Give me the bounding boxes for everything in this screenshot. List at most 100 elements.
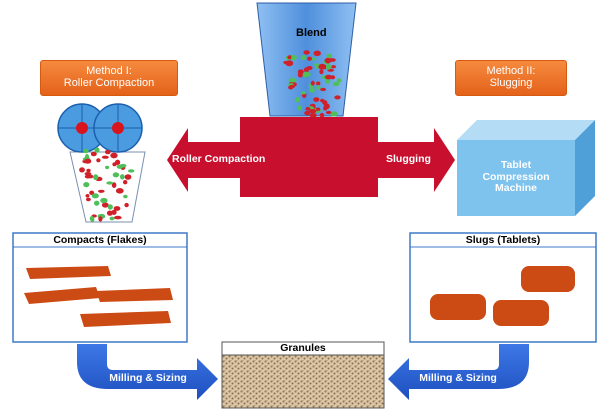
particle [96,158,101,163]
particle [105,165,110,170]
particle [287,55,293,60]
particle [319,69,324,75]
particle [84,172,92,176]
particle [113,206,121,211]
particle [128,169,135,173]
granules-label: Granules [280,342,326,354]
roller-compaction-arrow [167,128,240,192]
particle [116,164,124,169]
particle [297,69,304,75]
method-1-name: Roller Compaction [63,77,155,89]
particle [124,174,132,180]
particle [283,60,290,65]
particle [123,194,128,199]
particle [104,149,111,155]
particle [123,180,128,185]
particle [107,204,113,210]
particle [101,155,109,159]
particle [124,202,129,208]
particle [291,54,297,61]
compacts-label: Compacts (Flakes) [53,234,147,246]
roller-compaction-label: Roller Compaction [172,153,266,165]
particle [309,109,317,114]
particle [318,63,327,70]
particle [101,202,109,208]
particle [100,197,108,204]
flakes [24,266,173,327]
particle [310,57,317,61]
particle [305,107,311,111]
particle [303,67,309,73]
particle [300,55,307,61]
particle [332,81,340,87]
particle [324,57,332,64]
particle [323,103,330,110]
particle [94,147,100,153]
milling-right-label: Milling & Sizing [419,372,497,384]
machine-line-1: Tablet [500,159,532,171]
milling-arrow-right-icon [388,344,529,400]
particle [304,110,311,116]
particle [334,95,341,100]
particle [90,151,97,157]
particle [309,113,317,118]
particle [106,210,113,216]
roller-particles [79,147,135,222]
particle [113,215,122,220]
roller-compactor-icon [57,103,146,223]
machine-line-2: Compression [482,170,550,183]
particle [313,50,321,57]
method-2-title: Method II: [486,65,536,77]
method-1-title: Method I: [86,65,132,77]
method-2-name: Slugging [489,77,533,89]
tablet-compression-cube-icon [457,120,595,216]
particle [336,78,342,83]
milling-arrow-left-icon [77,344,218,400]
tablet-compression-machine-label: Tablet Compression Machine [458,159,574,195]
particle [89,216,95,221]
particle [313,97,320,102]
particle [83,148,89,154]
particle [98,216,103,222]
particle [120,174,125,180]
slugs-label: Slugs (Tablets) [465,234,541,246]
particle [325,64,332,70]
blend-particles [283,50,342,118]
particle [112,172,120,178]
particle [331,65,336,69]
particle [87,174,94,179]
central-press-block [240,117,378,197]
particle [309,88,315,93]
particle [307,56,312,61]
particle [297,105,302,111]
slug-tablets [430,266,575,326]
particle [300,91,307,95]
milling-left-label: Milling & Sizing [109,372,187,384]
particle [111,182,117,189]
particle [84,158,92,164]
blend-hopper-icon [256,2,357,117]
particle [324,74,333,80]
particle [91,193,99,199]
particle [325,110,332,115]
particle [98,189,105,193]
particle [324,78,331,84]
particle [115,188,124,194]
slugging-label: Slugging [386,153,431,165]
particle [288,77,297,83]
particle [83,182,90,188]
particle [314,63,320,67]
slugging-arrow [378,128,455,192]
method-2-box: Method II: Slugging [455,60,567,96]
particle [319,112,325,118]
particle [303,50,310,55]
particle [316,85,321,90]
particle [112,162,117,167]
particle [330,75,336,80]
particle [109,216,115,221]
particle [315,107,321,111]
particle [79,167,85,173]
particle [86,168,91,173]
method-1-box: Method I: Roller Compaction [40,60,178,96]
